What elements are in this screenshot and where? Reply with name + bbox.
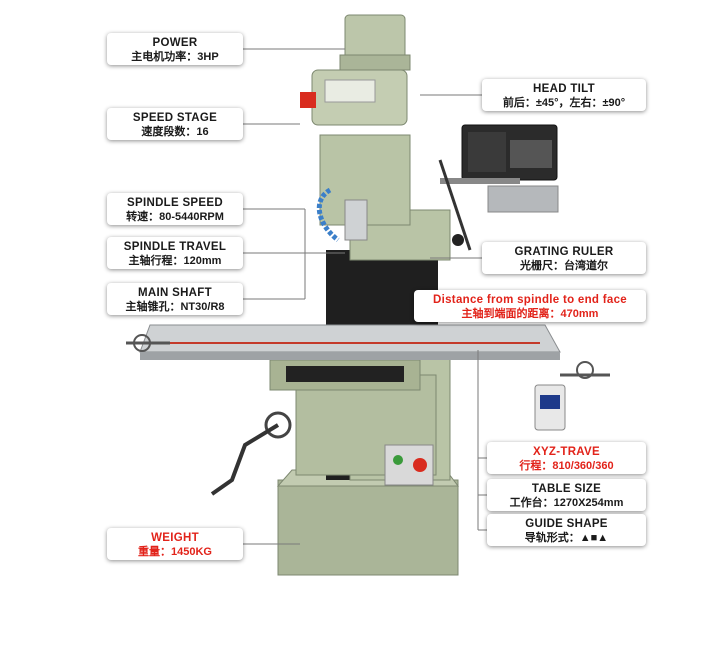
table-size-title: TABLE SIZE — [531, 483, 602, 495]
label-weight: WEIGHT 重量：1450KG — [107, 528, 243, 560]
xyz-travel-value: 行程：810/360/360 — [519, 460, 614, 472]
head-label-plate — [324, 79, 376, 103]
head-lever-knob — [452, 234, 464, 246]
knee-handwheel — [264, 411, 292, 439]
distance-value: 主轴到端面的距离：470mm — [461, 308, 599, 320]
spindle-travel-value: 主轴行程：120mm — [128, 255, 222, 267]
label-grating-ruler: GRATING RULER 光栅尺：台湾道尔 — [482, 242, 646, 274]
head-tilt-title: HEAD TILT — [533, 83, 595, 95]
main-shaft-value: 主轴锥孔：NT30/R8 — [125, 301, 225, 313]
weight-value: 重量：1450KG — [138, 546, 212, 558]
spindle-speed-value: 转速：80-5440RPM — [126, 211, 224, 223]
table-size-value: 工作台：1270X254mm — [509, 497, 624, 509]
green-button — [393, 455, 403, 465]
knee-crank — [210, 423, 280, 496]
label-guide-shape: GUIDE SHAPE 导轨形式：▲■▲ — [487, 514, 646, 546]
label-head-tilt: HEAD TILT 前后：±45°，左右：±90° — [482, 79, 646, 111]
guide-shape-title: GUIDE SHAPE — [525, 518, 608, 530]
red-button — [413, 458, 427, 472]
saddle-slot — [286, 366, 404, 382]
label-main-shaft: MAIN SHAFT 主轴锥孔：NT30/R8 — [107, 283, 243, 315]
power-title: POWER — [152, 37, 198, 49]
right-handwheel — [576, 361, 594, 379]
spindle-speed-title: SPINDLE SPEED — [127, 197, 223, 209]
label-table-size: TABLE SIZE 工作台：1270X254mm — [487, 479, 646, 511]
work-table — [139, 324, 561, 353]
head-tilt-value: 前后：±45°，左右：±90° — [502, 97, 626, 109]
weight-title: WEIGHT — [151, 532, 199, 544]
power-value: 主电机功率：3HP — [131, 51, 219, 63]
dro-screen — [468, 132, 506, 172]
machine-base — [277, 479, 459, 576]
xyz-travel-title: XYZ-TRAVE — [532, 446, 601, 458]
power-feed-plate — [540, 395, 560, 409]
grating-ruler-title: GRATING RULER — [514, 246, 614, 258]
speed-stage-title: SPEED STAGE — [132, 112, 218, 124]
dro-keypad — [510, 140, 552, 168]
motor-cap — [339, 54, 411, 71]
label-distance: Distance from spindle to end face 主轴到端面的… — [414, 290, 646, 322]
dro-arm — [440, 178, 520, 184]
distance-title: Distance from spindle to end face — [433, 294, 627, 306]
label-power: POWER 主电机功率：3HP — [107, 33, 243, 65]
main-shaft-title: MAIN SHAFT — [138, 287, 212, 299]
label-spindle-speed: SPINDLE SPEED 转速：80-5440RPM — [107, 193, 243, 225]
label-speed-stage: SPEED STAGE 速度段数：16 — [107, 108, 243, 140]
dro-bracket — [487, 185, 559, 213]
head-lever — [438, 159, 472, 251]
guide-shape-value: 导轨形式：▲■▲ — [524, 532, 609, 544]
label-spindle-travel: SPINDLE TRAVEL 主轴行程：120mm — [107, 237, 243, 269]
label-xyz-travel: XYZ-TRAVE 行程：810/360/360 — [487, 442, 646, 474]
coolant-hose — [316, 187, 340, 242]
grating-ruler-value: 光栅尺：台湾道尔 — [520, 260, 608, 272]
red-switch — [300, 92, 316, 108]
quill — [344, 199, 368, 241]
machine-knee — [295, 374, 437, 476]
spindle-travel-title: SPINDLE TRAVEL — [123, 241, 227, 253]
speed-stage-value: 速度段数：16 — [141, 126, 209, 138]
table-front — [140, 352, 560, 360]
